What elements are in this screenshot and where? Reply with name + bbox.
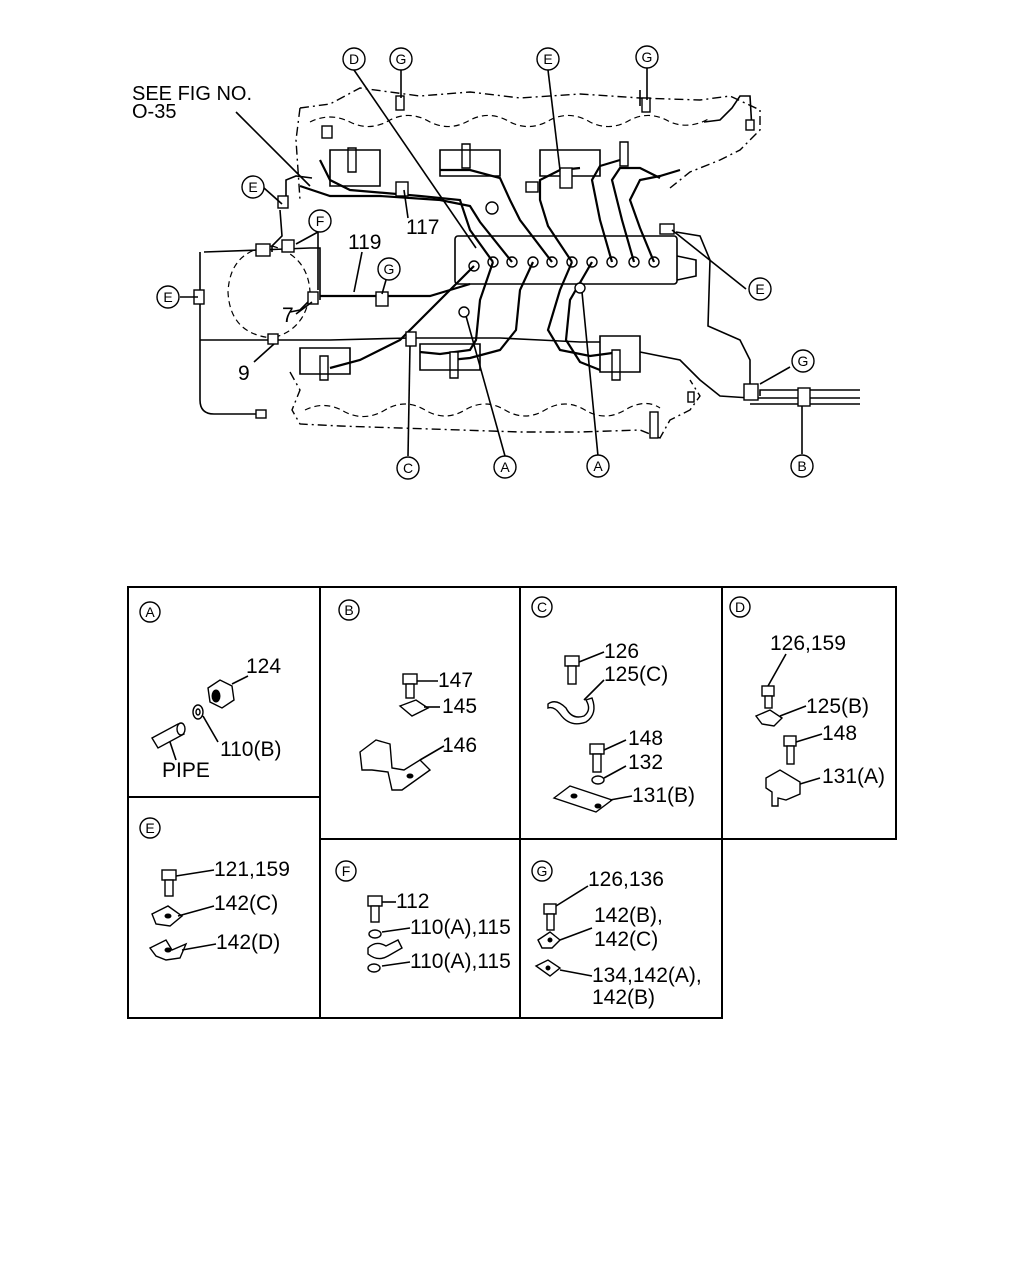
part-7-label: 7 (282, 304, 294, 327)
callout-g-top-left: G (389, 47, 413, 71)
detail-b-145: 145 (442, 695, 477, 718)
detail-a-pipe: PIPE (162, 759, 210, 782)
detail-c-125c: 125(C) (604, 663, 668, 686)
svg-text:E: E (145, 820, 154, 836)
clips (193, 95, 811, 439)
svg-text:B: B (344, 602, 353, 618)
callout-d-top: D (342, 47, 366, 71)
callout-c-bottom: C (396, 456, 420, 480)
svg-text:G: G (642, 49, 653, 65)
detail-g-142b: 142(B), (594, 904, 663, 927)
see-fig-label: SEE FIG NO. (132, 83, 252, 105)
svg-text:A: A (145, 604, 155, 620)
svg-text:E: E (163, 289, 172, 305)
callout-b-bottom: B (790, 454, 814, 478)
detail-c: C 126 125(C) 148 132 131(B) (531, 596, 695, 813)
detail-f-110a-115-1: 110(A),115 (410, 916, 511, 939)
detail-c-131b: 131(B) (632, 784, 695, 807)
engine-assembly-drawing: SEE FIG NO. O-35 117 119 7 9 D G E G E (132, 45, 860, 480)
detail-a-124: 124 (246, 655, 281, 678)
detail-d-126-159: 126,159 (770, 632, 846, 655)
detail-f-110a-115-2: 110(A),115 (410, 950, 511, 973)
detail-c-132: 132 (628, 751, 663, 774)
svg-text:G: G (384, 261, 395, 277)
part-119-label: 119 (348, 231, 381, 254)
detail-b-147: 147 (438, 669, 473, 692)
callout-e-right: E (748, 277, 772, 301)
see-fig-number: O-35 (132, 101, 176, 123)
svg-text:G: G (396, 51, 407, 67)
part-117-label: 117 (406, 216, 439, 239)
detail-c-126: 126 (604, 640, 639, 663)
svg-text:E: E (248, 179, 257, 195)
detail-f-112: 112 (396, 890, 429, 913)
detail-d: D 126,159 125(B) 148 131(A) (729, 596, 885, 807)
detail-e-142c: 142(C) (214, 892, 278, 915)
detail-b: B 147 145 146 (338, 599, 477, 791)
svg-text:C: C (537, 599, 547, 615)
detail-g: G 126,136 142(B), 142(C) 134,142(A), 142… (531, 860, 702, 1009)
detail-e: E 121,159 142(C) 142(D) (139, 817, 290, 961)
leader-lines (180, 68, 803, 457)
callout-g-mid: G (377, 257, 401, 281)
part-9-label: 9 (238, 362, 250, 385)
svg-text:C: C (403, 460, 413, 476)
svg-text:D: D (735, 599, 745, 615)
detail-a: A 124 110(B) PIPE (139, 601, 281, 782)
svg-text:A: A (593, 458, 603, 474)
detail-grid (127, 586, 897, 1019)
detail-a-110b: 110(B) (220, 738, 281, 761)
callout-f: F (308, 209, 332, 233)
detail-d-125b: 125(B) (806, 695, 869, 718)
callout-e-top: E (536, 47, 560, 71)
svg-text:E: E (755, 281, 764, 297)
callout-e-left: E (156, 285, 180, 309)
callout-a-bottom-right: A (586, 454, 610, 478)
detail-g-142c: 142(C) (594, 928, 658, 951)
detail-d-131a: 131(A) (822, 765, 885, 788)
callout-e-left-upper: E (241, 175, 265, 199)
detail-g-134: 134,142(A), (592, 964, 702, 987)
svg-text:D: D (349, 51, 359, 67)
detail-b-146: 146 (442, 734, 477, 757)
detail-e-142d: 142(D) (216, 931, 280, 954)
svg-text:A: A (500, 459, 510, 475)
svg-text:F: F (316, 213, 325, 229)
detail-c-148: 148 (628, 727, 663, 750)
callout-g-right: G (791, 349, 815, 373)
detail-g-126-136: 126,136 (588, 868, 664, 891)
svg-text:G: G (537, 863, 548, 879)
detail-d-148: 148 (822, 722, 857, 745)
delivery-valves (468, 256, 660, 272)
callout-a-bottom-left: A (493, 455, 517, 479)
detail-g-142b2: 142(B) (592, 986, 655, 1009)
svg-text:E: E (543, 51, 552, 67)
detail-e-121-159: 121,159 (214, 858, 290, 881)
svg-text:B: B (797, 458, 806, 474)
callout-g-top-right: G (635, 45, 659, 69)
detail-f: F 112 110(A),115 110(A),115 (335, 860, 511, 973)
svg-text:G: G (798, 353, 809, 369)
svg-text:F: F (342, 863, 351, 879)
